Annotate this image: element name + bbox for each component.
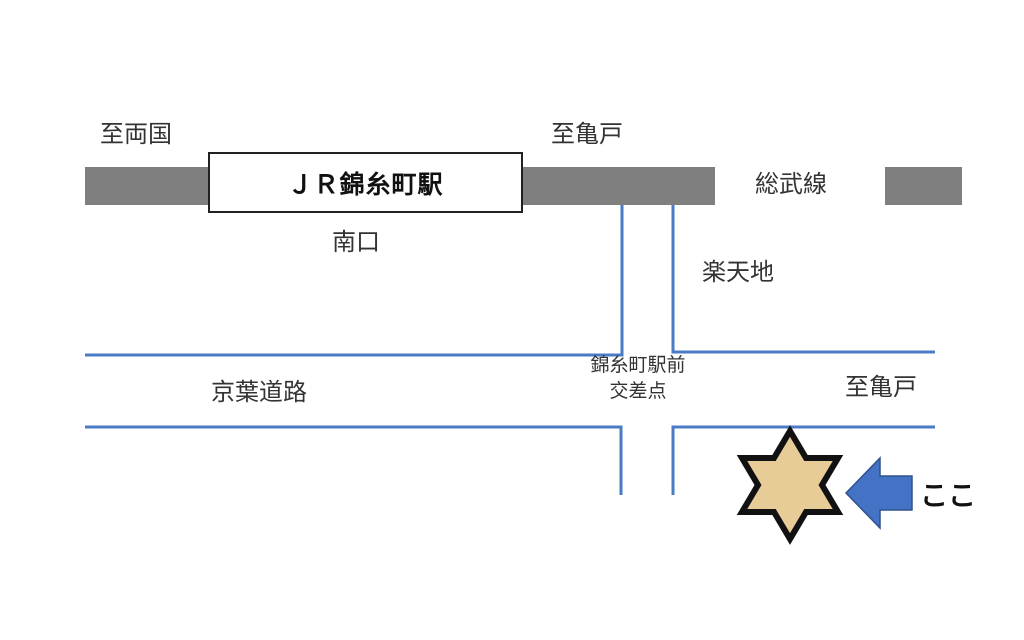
jr-kinshicho-station: ＪＲ錦糸町駅 — [208, 152, 523, 213]
label-sobu-line: 総武線 — [755, 170, 827, 198]
road-east-upper — [671, 205, 935, 354]
roads — [85, 205, 935, 495]
label-to-kameido-road: 至亀戸 — [845, 373, 917, 401]
label-to-kameido-top: 至亀戸 — [551, 120, 623, 148]
star-marker-icon — [736, 425, 844, 545]
sobu-line-track-east — [885, 167, 962, 205]
arrow-left-icon — [844, 456, 913, 530]
label-keiyo-road: 京葉道路 — [211, 378, 307, 406]
road-west-lower — [85, 425, 623, 495]
label-intersection: 錦糸町駅前 交差点 — [573, 352, 703, 404]
road-west-upper — [85, 205, 624, 357]
label-south-exit: 南口 — [332, 228, 380, 256]
label-rakutenchi: 楽天地 — [702, 258, 774, 286]
here-label: ここ — [920, 479, 977, 512]
label-to-ryogoku: 至両国 — [100, 120, 172, 148]
intersection-line2: 交差点 — [609, 380, 667, 402]
intersection-line1: 錦糸町駅前 — [590, 354, 686, 376]
road-east-lower — [671, 425, 935, 495]
station-name: ＪＲ錦糸町駅 — [287, 169, 444, 199]
